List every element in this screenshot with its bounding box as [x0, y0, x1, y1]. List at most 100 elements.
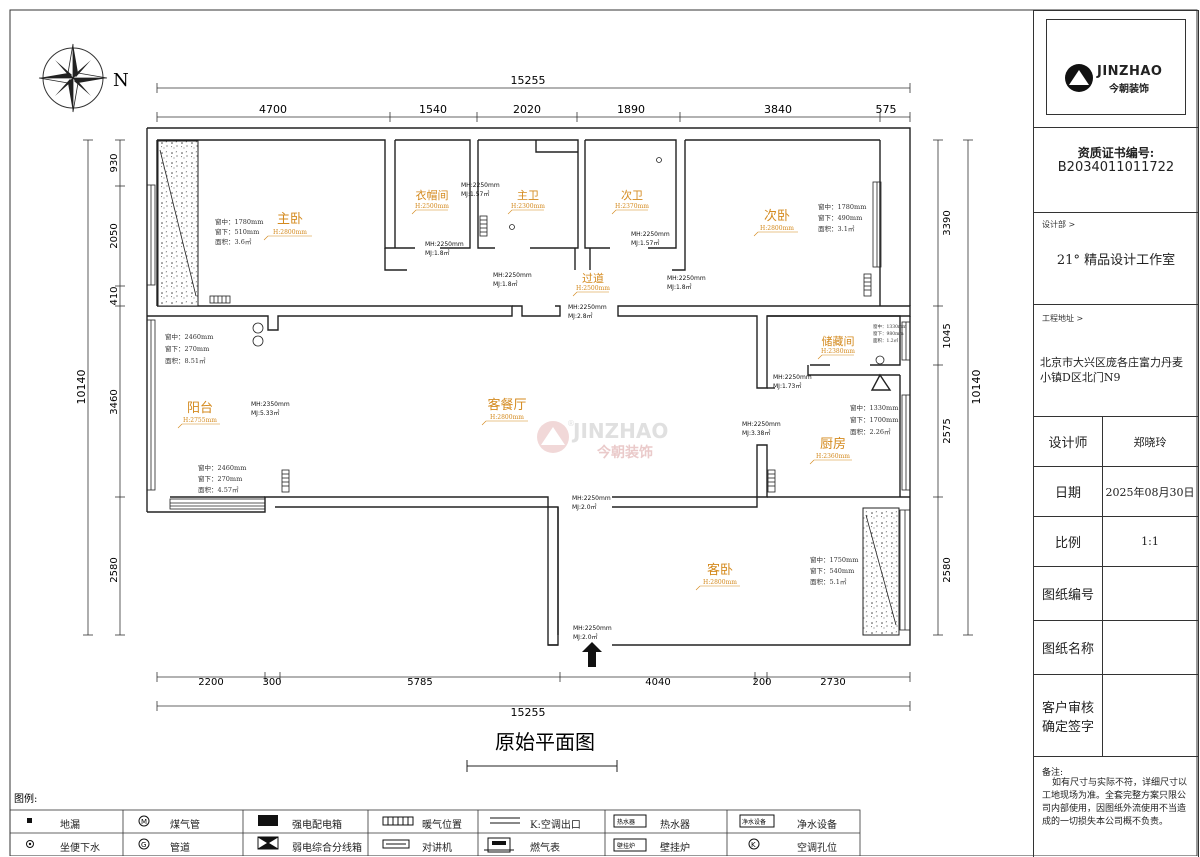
dim-top-4: 1890	[617, 103, 645, 116]
title-block: JINZHAO 今朝装饰 资质证书编号: B2034011011722 设计部 …	[1033, 10, 1199, 857]
room-height-guest-bedroom: H:2800mm	[703, 579, 737, 586]
room-name-guest-bedroom: 客卧	[707, 562, 733, 578]
dim-top-6: 575	[876, 103, 897, 116]
title-block-logo-cell: JINZHAO 今朝装饰	[1034, 11, 1198, 128]
logo-mark-icon	[1065, 64, 1093, 92]
room-height-living-dining: H:2800mm	[490, 414, 524, 421]
room-name-storage: 储藏间	[822, 334, 855, 348]
info-balcony-top-2: 窗下：270mm	[165, 344, 209, 353]
watermark-cn: 今朝装饰	[596, 444, 653, 461]
radiator-icons	[209, 215, 872, 493]
north-label: N	[113, 70, 129, 91]
room-height-second-bath: H:2370mm	[615, 203, 649, 210]
svg-text:MJ:5.33㎡: MJ:5.33㎡	[251, 409, 279, 417]
svg-text:面积：1.2㎡: 面积：1.2㎡	[873, 337, 899, 344]
radiator-icon	[382, 816, 414, 826]
dim-left-total: 10140	[75, 370, 88, 405]
dept-label: 设计部 >	[1042, 220, 1076, 229]
dim-top-2: 1540	[419, 103, 447, 116]
room-height-balcony: H:2755mm	[183, 417, 217, 424]
water-purifier-icon	[739, 814, 775, 828]
storage-info: 窗中：1330mm 窗下：980mm 面积：1.2㎡	[873, 323, 907, 344]
svg-text:MJ:2.8㎡: MJ:2.8㎡	[568, 312, 593, 320]
client-sign-row: 客户审核 确定签字	[1034, 675, 1198, 757]
dept-cell: 设计部 > 21° 精品设计工作室	[1034, 213, 1198, 305]
legend-label-intercom: 对讲机	[422, 843, 452, 854]
drawing-no-row: 图纸编号	[1034, 567, 1198, 621]
info-master-1: 窗中：1780mm	[215, 217, 263, 226]
legend-label-ac-hole: 空调孔位	[797, 843, 837, 854]
legend-label-power-box: 强电配电箱	[292, 820, 342, 831]
legend-label-toilet-drain: 坐便下水	[60, 843, 100, 854]
cert-cell: 资质证书编号: B2034011011722	[1034, 128, 1198, 213]
water-heater-icon	[613, 814, 647, 828]
dim-left-1: 930	[109, 153, 120, 172]
watermark-en: JINZHAO	[571, 419, 668, 443]
designer-value: 郑晓玲	[1133, 435, 1167, 449]
drawing-name-value	[1102, 621, 1198, 674]
date-value: 2025年08月30日	[1105, 485, 1195, 499]
legend-label-ac-outlet: K:空调出口	[530, 820, 581, 831]
svg-text:MH:2250mm: MH:2250mm	[573, 625, 612, 632]
svg-text:MH:2250mm: MH:2250mm	[493, 272, 532, 279]
room-name-balcony: 阳台	[187, 401, 213, 416]
svg-text:MH:2250mm: MH:2250mm	[773, 374, 812, 381]
legend-label-weak-box: 弱电综合分线箱	[292, 843, 362, 854]
room-name-kitchen: 厨房	[820, 436, 846, 452]
gas-meter-icon	[484, 837, 514, 853]
floor-drain-icon	[27, 818, 32, 823]
info-balcony-bottom-2: 窗下：270mm	[198, 474, 242, 483]
dim-bottom-total: 15255	[511, 706, 546, 719]
room-labels: 主卧 H:2800mm 衣帽间 H:2500mm 主卫 H:2300mm 次卫 …	[183, 188, 855, 586]
power-box-icon	[258, 815, 278, 826]
svg-text:G: G	[141, 841, 146, 849]
address-cell: 工程地址 > 北京市大兴区庞各庄富力丹麦小镇D区北门N9	[1034, 305, 1198, 417]
dim-top-3: 2020	[513, 103, 541, 116]
cert-number: B2034011011722	[1057, 160, 1175, 175]
dim-left-2: 2050	[109, 223, 120, 248]
legend-label-wall-boiler: 壁挂炉	[660, 843, 690, 854]
company-logo: JINZHAO 今朝装饰	[1046, 19, 1186, 115]
legend-label-water-heater: 热水器	[660, 820, 690, 831]
watermark-registered: ®	[567, 419, 575, 428]
svg-text:MH:2250mm: MH:2250mm	[742, 421, 781, 428]
address-value: 北京市大兴区庞各庄富力丹麦小镇D区北门N9	[1040, 356, 1183, 384]
window-info: 窗中：1780mm 窗下：510mm 面积：3.6㎡ 窗中：1780mm 窗下：…	[165, 202, 898, 586]
notes-cell: 备注: 如有尺寸与实际不符，详细尺寸以工地现场为准。全套完整方案只限公司内部使用…	[1034, 757, 1198, 857]
svg-text:壁挂炉: 壁挂炉	[617, 842, 635, 850]
logo-text-cn: 今朝装饰	[1109, 84, 1149, 95]
room-height-closet: H:2500mm	[415, 203, 449, 210]
info-balcony-top-3: 面积：8.51㎡	[165, 356, 206, 365]
svg-text:MJ:1.8㎡: MJ:1.8㎡	[667, 283, 692, 291]
svg-text:K: K	[751, 841, 756, 849]
svg-text:窗下：980mm: 窗下：980mm	[873, 330, 904, 337]
legend-title: 图例:	[14, 792, 37, 805]
info-balcony-bottom-3: 面积：4.57㎡	[198, 485, 239, 494]
client-sign-value[interactable]	[1102, 675, 1198, 756]
drawing-no-label: 图纸编号	[1034, 567, 1103, 620]
svg-text:MH:2250mm: MH:2250mm	[572, 495, 611, 502]
dim-right-total: 10140	[970, 370, 983, 405]
drawing-no-value	[1102, 567, 1198, 620]
info-balcony-bottom-1: 窗中：2460mm	[198, 463, 246, 472]
svg-text:MH:2250mm: MH:2250mm	[631, 231, 670, 238]
ac-hole-icon	[748, 838, 760, 850]
legend-badges: 热水器 净水设备 壁挂炉	[617, 818, 766, 850]
watermark-logo: JINZHAO 今朝装饰 ®	[537, 419, 668, 461]
svg-text:MH:2250mm: MH:2250mm	[568, 304, 607, 311]
info-kitchen-1: 窗中：1330mm	[850, 403, 898, 412]
client-sign-label-1: 客户审核	[1041, 700, 1094, 716]
dim-bottom-6: 2730	[820, 677, 845, 688]
notes-text: 如有尺寸与实际不符，详细尺寸以工地现场为准。全套完整方案只限公司内部使用，因图纸…	[1042, 778, 1188, 827]
room-name-living-dining: 客餐厅	[487, 397, 526, 413]
info-second-2: 窗下：490mm	[818, 213, 862, 222]
dim-top-total: 15255	[511, 74, 546, 87]
client-sign-label-2: 确定签字	[1041, 719, 1094, 735]
dim-bottom-4: 4040	[645, 677, 670, 688]
room-height-corridor: H:2500mm	[576, 285, 610, 292]
drawing-name-label: 图纸名称	[1034, 621, 1103, 674]
dim-right-2: 1045	[942, 323, 953, 348]
svg-text:热水器: 热水器	[617, 818, 635, 826]
dim-bottom-3: 5785	[407, 677, 432, 688]
info-master-2: 窗下：510mm	[215, 227, 259, 236]
